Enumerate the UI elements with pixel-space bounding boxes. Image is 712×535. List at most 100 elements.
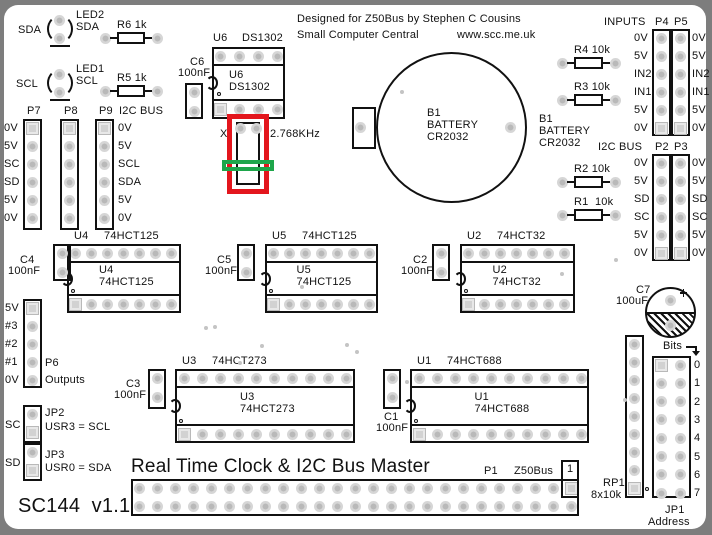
- silkscreen-line: [460, 261, 575, 263]
- pad: [656, 86, 667, 98]
- pad: [313, 482, 325, 494]
- pad: [629, 428, 640, 440]
- pin-header: [671, 154, 690, 261]
- pin-label: SC: [692, 211, 708, 223]
- pad: [656, 211, 667, 223]
- silkscreen-line: [175, 424, 355, 426]
- capacitor-ref: C1: [384, 411, 399, 423]
- pin-label: IN2: [692, 68, 710, 80]
- pad: [609, 57, 621, 69]
- pin-label: SC: [634, 211, 650, 223]
- pad: [64, 176, 75, 188]
- header-ref: P2: [655, 141, 669, 153]
- pin1-label: 1: [567, 463, 574, 475]
- jumper-ref: JP1: [665, 504, 685, 516]
- pad: [268, 428, 280, 440]
- led-ref: LED1: [76, 63, 105, 75]
- pin-label: IN2: [634, 68, 652, 80]
- pad: [187, 500, 199, 512]
- pad: [629, 392, 640, 404]
- ic-part-label: 74HCT125: [296, 275, 352, 288]
- silkscreen-line: [567, 62, 575, 64]
- pad: [322, 372, 334, 384]
- resistor-network-ref: RP1: [603, 477, 625, 489]
- silkscreen-line: [410, 424, 589, 426]
- pad: [656, 104, 667, 116]
- silkscreen-line: [144, 90, 152, 92]
- capacitor-outline: [148, 369, 166, 409]
- pad: [511, 500, 523, 512]
- ic-part-label: 74HCT32: [492, 275, 541, 288]
- pad: [526, 247, 538, 259]
- capacitor-value: 100nF: [401, 265, 434, 277]
- capacitor-value: 100nF: [178, 67, 211, 79]
- pin1-dot: [464, 289, 468, 293]
- bit-label: 0: [694, 359, 701, 371]
- pin-label: #2: [5, 338, 18, 350]
- pad: [188, 86, 200, 98]
- pad: [557, 372, 569, 384]
- square-pad: [26, 121, 39, 135]
- pin-label: SCL: [118, 158, 140, 170]
- jumper-block-jp1: [652, 356, 691, 498]
- pad: [99, 194, 110, 206]
- header-title: I2C BUS: [119, 105, 164, 117]
- pad: [565, 500, 577, 512]
- pad: [529, 500, 541, 512]
- pad: [529, 482, 541, 494]
- pad: [196, 372, 208, 384]
- resistor-label: R3 10k: [574, 81, 611, 93]
- square-pad: [26, 463, 39, 477]
- silkscreen-line: [265, 294, 378, 296]
- pad: [56, 247, 68, 259]
- pin-header-p8: [60, 119, 79, 230]
- capacitor-ref: C7: [636, 284, 651, 296]
- pad: [494, 247, 506, 259]
- ic-ref-label: U2: [467, 230, 482, 242]
- pin-label: 0V: [4, 212, 18, 224]
- resistor-body: [574, 57, 603, 69]
- org-text: Small Computer Central: [297, 29, 419, 41]
- pad: [271, 103, 283, 115]
- pad: [313, 500, 325, 512]
- ic-ref-label: U4: [99, 263, 114, 276]
- pin-label: 5V: [5, 302, 19, 314]
- capacitor-outline: [383, 369, 401, 409]
- pcb-board: Designed for Z50Bus by Stephen C Cousins…: [4, 5, 710, 529]
- resistor-body: [117, 85, 145, 97]
- pad: [629, 374, 640, 386]
- pad: [169, 482, 181, 494]
- pin1-dot: [71, 289, 75, 293]
- pad: [27, 194, 38, 206]
- pad: [99, 32, 111, 44]
- silkscreen-line: [212, 99, 285, 101]
- pin-label: #1: [5, 356, 18, 368]
- ic-ref-label: U5: [272, 230, 287, 242]
- pin-label: 0V: [634, 157, 648, 169]
- pad: [510, 298, 522, 310]
- jumper-desc: USR3 = SCL: [45, 421, 111, 433]
- pad: [250, 428, 262, 440]
- ic-ref-label: U4: [74, 230, 89, 242]
- pad: [233, 103, 245, 115]
- ic-ref-label: U6: [213, 32, 228, 44]
- pad: [485, 372, 497, 384]
- pad: [367, 482, 379, 494]
- pad: [558, 247, 570, 259]
- square-pad: [63, 121, 76, 135]
- pad: [27, 158, 38, 170]
- pin-label: 5V: [118, 194, 132, 206]
- pad: [283, 298, 295, 310]
- pin1-dot: [217, 92, 221, 96]
- pad: [53, 32, 65, 44]
- pin-label: #3: [5, 320, 18, 332]
- pad: [99, 176, 110, 188]
- connector-ref: P1: [484, 465, 498, 477]
- pad: [556, 176, 568, 188]
- header-ref: P3: [674, 141, 688, 153]
- pad: [656, 432, 667, 444]
- capacitor-outline: [185, 83, 203, 119]
- pad: [205, 500, 217, 512]
- led-net-label: SCL: [16, 78, 38, 90]
- jumper-net: SC: [5, 419, 21, 431]
